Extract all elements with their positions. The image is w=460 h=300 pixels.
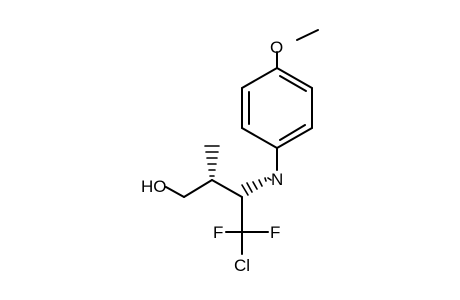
atom-label-nitrogen: N [271,170,283,189]
atom-label-methoxy-o: O [270,38,283,57]
ring-double-2 [279,124,306,141]
hashed-wedge-methyl [204,145,220,177]
atom-label-hydroxyl: HO [141,177,167,196]
bond-ch2-oh [165,186,185,198]
bond-c2-ch2 [183,179,213,198]
atom-label-chlorine: Cl [234,256,250,275]
ring-bond-4 [241,127,278,149]
atom-label-fluorine-right: F [270,223,280,242]
bond-c3-c2 [211,179,243,198]
atom-label-fluorine-left: F [213,223,223,242]
hashed-wedge-n [241,177,272,196]
ring-bond-3 [276,127,313,149]
ring-bond-1 [276,67,313,89]
ring-bond-6 [241,67,278,89]
ring-double-1 [279,75,307,92]
bond-methyl-o [296,29,319,41]
